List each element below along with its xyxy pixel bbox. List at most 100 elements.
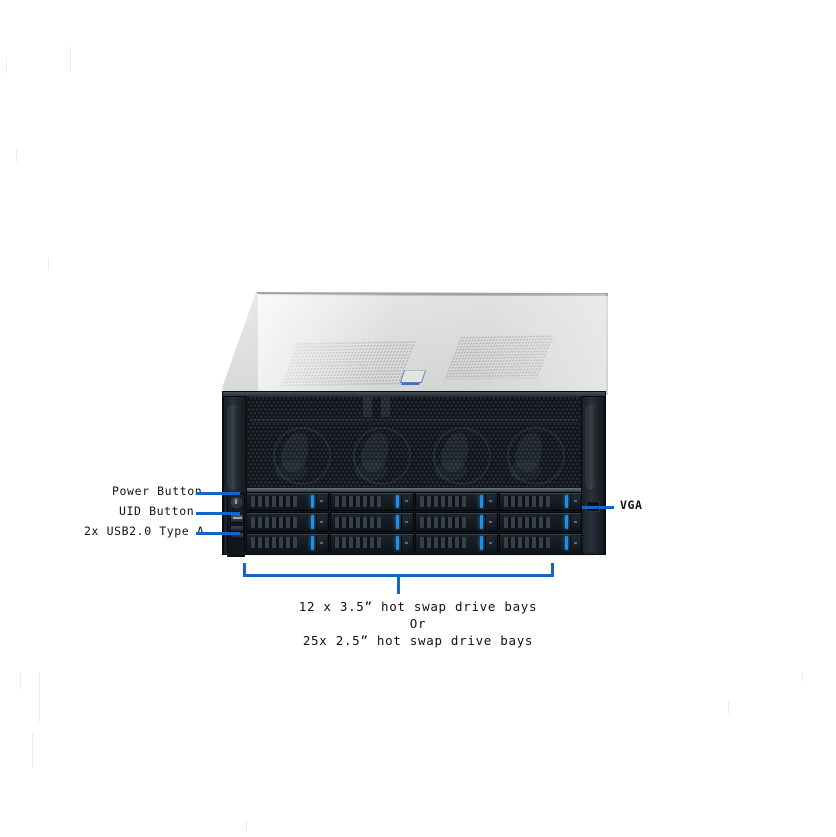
leader-line-power-button [196,492,240,495]
drive-bay-vent [419,516,466,528]
drive-bay[interactable] [245,532,329,553]
drive-activity-led [395,494,399,509]
drive-bay[interactable] [414,532,498,553]
drive-bay-caption: 12 x 3.5” hot swap drive bays Or 25x 2.5… [0,598,836,649]
chassis-shadow [232,552,594,556]
scan-artifact [39,672,40,722]
bracket-tick-left [243,563,246,577]
drive-bay-latch[interactable] [400,515,411,529]
front-control-panel [227,493,245,557]
drive-activity-led [395,535,399,550]
drive-bay[interactable] [499,532,583,553]
drive-activity-led [564,494,568,509]
drive-bay[interactable] [499,491,583,512]
bezel-top-rail [223,392,605,397]
drive-bay-array [245,491,583,553]
drive-activity-led [564,515,568,529]
drive-activity-led [564,535,568,550]
chassis-top-cover [222,292,608,395]
mesh-tab [363,397,372,417]
drive-bay[interactable] [330,532,414,553]
drive-bay-vent [419,495,466,507]
scan-artifact [728,700,729,714]
drive-activity-led [480,535,483,550]
rack-handle-left[interactable] [227,405,240,489]
drive-activity-led [311,515,314,529]
drive-bay[interactable] [330,512,414,532]
leader-line-usb-ports [196,532,240,535]
drive-bay-latch[interactable] [316,515,326,529]
power-button[interactable] [230,497,242,508]
drive-bay[interactable] [414,512,498,532]
callout-label-vga: VGA [620,498,643,512]
drive-bay[interactable] [330,491,414,512]
drive-bay-latch[interactable] [485,515,495,529]
drive-bay-vent [335,537,381,549]
leader-line-vga [582,506,614,509]
drive-bay-vent [504,516,550,528]
drive-bay-latch[interactable] [485,535,495,550]
scan-artifact [48,258,49,270]
server-chassis [218,292,608,560]
cooling-fan [507,427,565,485]
drive-bay[interactable] [245,512,329,532]
caption-line-3: 25x 2.5” hot swap drive bays [302,633,534,648]
drive-activity-led [480,494,483,509]
callout-label-power-button: Power Button [112,484,203,498]
caption-line-1: 12 x 3.5” hot swap drive bays [298,599,538,614]
drive-bay-vent [250,495,297,507]
usb-port-1[interactable] [230,525,244,532]
drive-bay[interactable] [245,491,329,512]
drive-bay[interactable] [414,491,498,512]
scan-artifact [246,820,247,832]
scan-artifact [802,672,803,682]
scan-artifact [20,672,21,690]
drive-bay-vent [250,516,297,528]
bracket-stem [397,576,400,594]
top-vent-panel-left [281,340,417,388]
mesh-tab [381,397,390,417]
scan-artifact [16,148,17,162]
drive-bay-row [245,532,583,553]
uid-button[interactable] [230,514,244,523]
drive-activity-led [311,535,314,550]
drive-bay-vent [504,495,550,507]
cooling-fan [353,427,411,485]
callout-label-uid-button: UID Button [119,504,195,518]
drive-bay-latch[interactable] [485,494,495,509]
rack-handle-right[interactable] [585,405,598,489]
bracket-tick-right [551,563,554,577]
drive-bay-row [245,491,583,512]
cooling-fan [433,427,491,485]
drive-bay-latch[interactable] [400,535,411,550]
drive-bay-row [245,512,583,533]
drive-bay-vent [335,516,381,528]
drive-bay-vent [250,537,297,549]
drive-bay-latch[interactable] [316,494,326,509]
drive-bay-latch[interactable] [569,535,580,550]
drive-bay-latch[interactable] [400,494,411,509]
mesh-seam [251,422,577,423]
drive-bay[interactable] [499,512,583,532]
front-bezel [222,391,606,557]
drive-activity-led [480,515,483,529]
rack-ear-right [581,396,605,555]
caption-line-2: Or [409,616,427,631]
top-cover-latch [399,370,427,383]
drive-bay-vent [419,537,466,549]
bracket-bar [243,574,554,577]
drive-bay-bracket [243,563,554,594]
drive-bay-latch[interactable] [316,535,326,550]
front-mesh-grille [245,397,583,489]
rack-ear-left [223,396,247,557]
drive-bay-latch[interactable] [569,494,580,509]
top-vent-panel-right [444,335,554,380]
drive-bay-latch[interactable] [569,515,580,529]
drive-activity-led [395,515,399,529]
leader-line-uid-button [196,512,240,515]
drive-bay-vent [504,537,550,549]
scan-artifact [70,46,71,72]
scan-artifact [32,732,33,768]
mesh-seam [251,419,577,420]
drive-activity-led [311,494,314,509]
